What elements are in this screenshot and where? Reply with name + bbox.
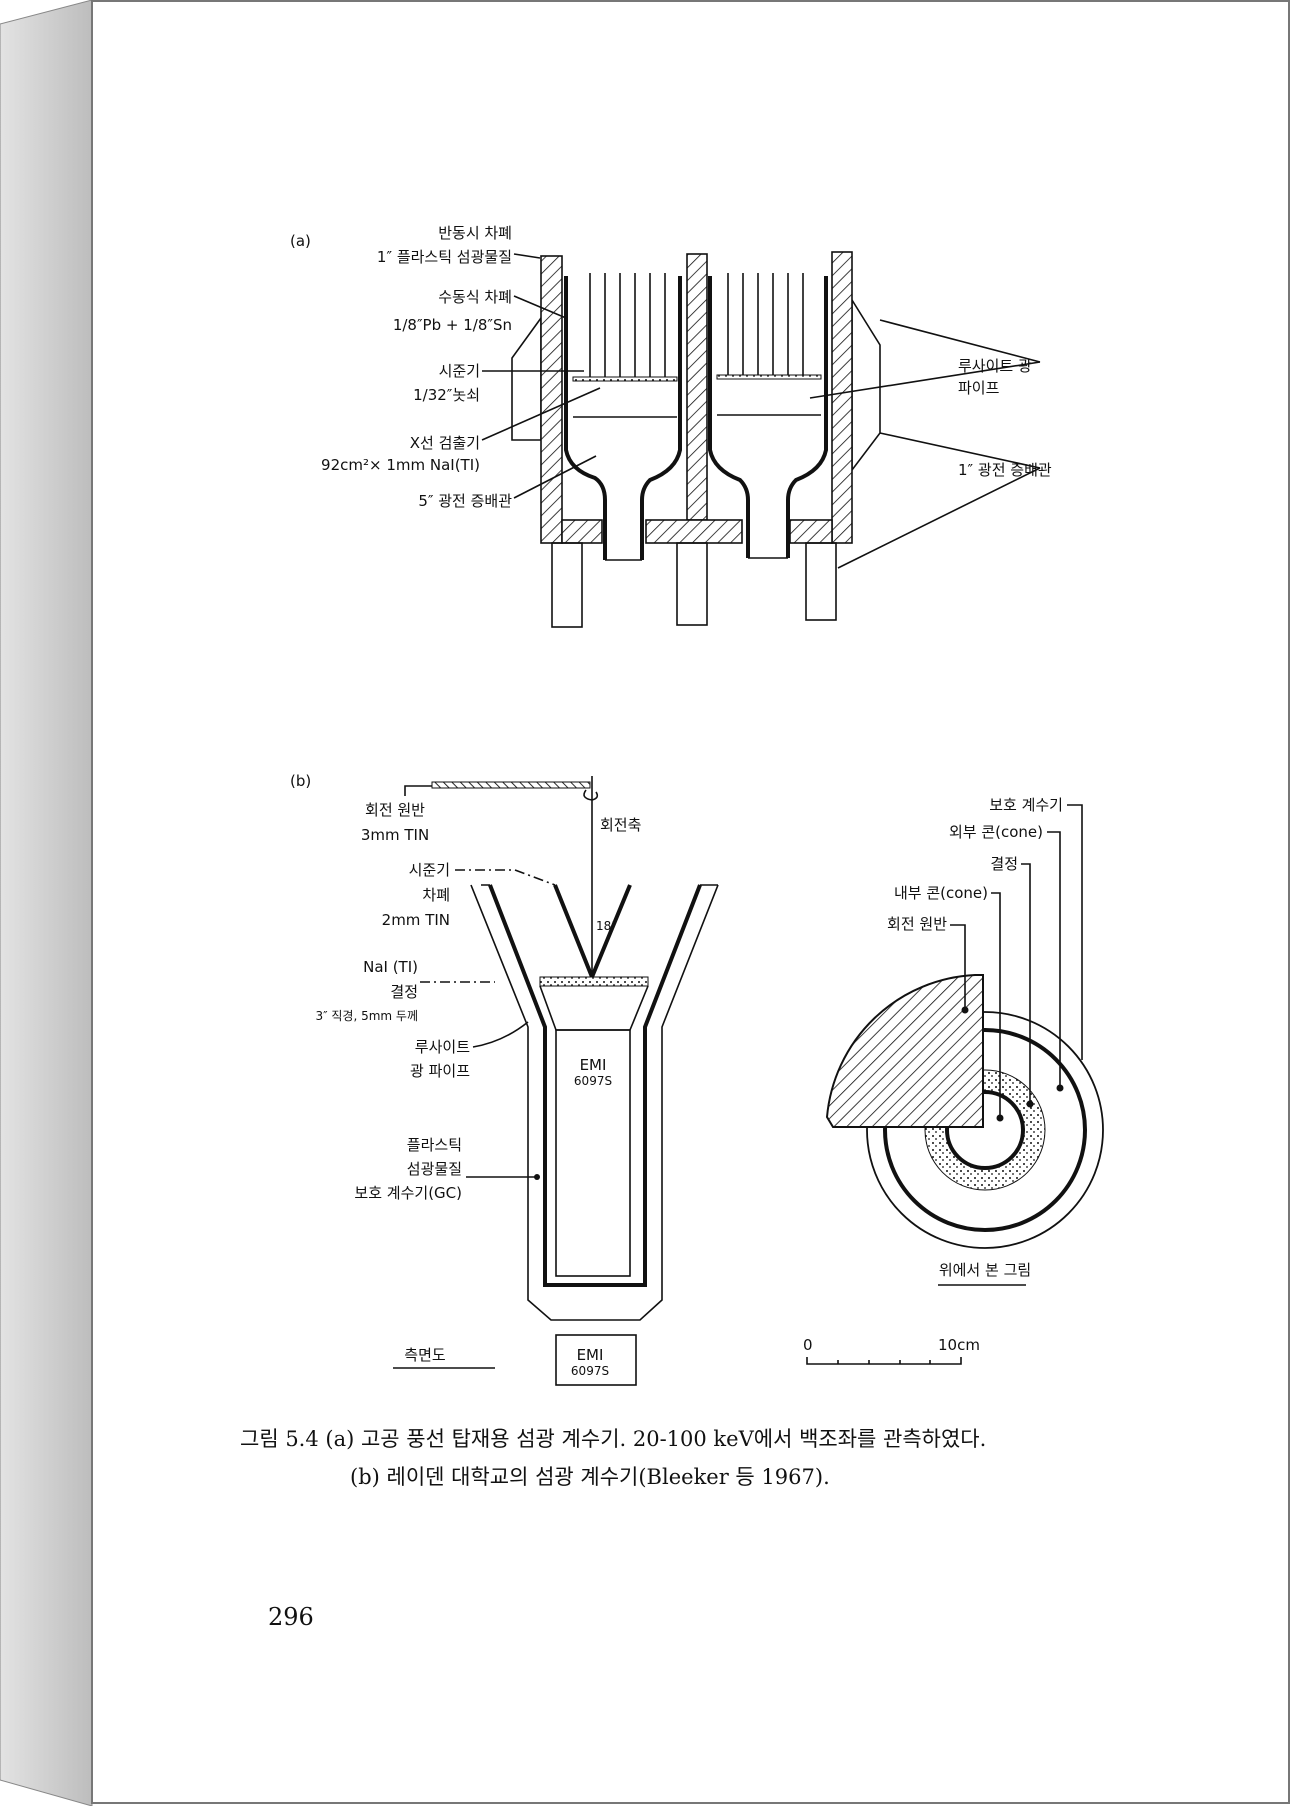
label-shield-b: 차폐 — [422, 886, 450, 904]
figure-caption-line-2: (b) 레이덴 대학교의 섬광 계수기(Bleeker 등 1967). — [350, 1465, 830, 1489]
label-light-pipe: 광 파이프 — [410, 1062, 470, 1080]
tube-model-bottom: 6097S — [571, 1364, 609, 1378]
label-crystal-size: 3″ 직경, 5mm 두께 — [315, 1009, 418, 1023]
label-3mm-tin: 3mm TIN — [361, 826, 429, 844]
label-rotating-disk: 회전 원반 — [365, 801, 425, 819]
label-xray-detector: X선 검출기 — [410, 434, 480, 452]
label-plastic: 플라스틱 — [407, 1136, 462, 1154]
side-view-title: 측면도 — [404, 1346, 446, 1364]
label-nai-crystal: 92cm²× 1mm NaI(TI) — [321, 456, 480, 474]
tube-label-top: EMI — [580, 1056, 607, 1074]
figure-a: (a) 반동시 차폐 1″ 플라스틱 섬광물질 수동식 차폐 1/8″Pb + … — [290, 224, 1052, 628]
label-lucite: 루사이트 — [415, 1038, 470, 1056]
label-outer-cone: 외부 콘(cone) — [949, 823, 1043, 841]
scale-bar — [806, 1357, 962, 1365]
label-crystal-b: 결정 — [390, 983, 418, 1001]
label-anticoincidence-shield: 반동시 차폐 — [438, 224, 512, 242]
label-5in-pmt: 5″ 광전 증배관 — [418, 492, 512, 510]
figure-b-top-view: 보호 계수기 외부 콘(cone) 결정 내부 콘(cone) 회전 원반 위에… — [803, 796, 1104, 1365]
label-passive-shield: 수동식 차폐 — [438, 288, 512, 306]
label-lucite-light-pipe-1: 루사이트 광 — [958, 357, 1032, 375]
label-rotation-axis: 회전축 — [600, 816, 641, 834]
label-rotating-disk-top: 회전 원반 — [887, 915, 947, 933]
page-number: 296 — [268, 1603, 314, 1631]
tube-model-top: 6097S — [574, 1074, 612, 1088]
scale-start: 0 — [803, 1336, 813, 1354]
label-pb-sn: 1/8″Pb + 1/8″Sn — [393, 316, 512, 334]
label-nai-tl: NaI (TI) — [363, 958, 418, 976]
label-guard-counter-top: 보호 계수기 — [989, 796, 1063, 814]
label-collimator-b: 시준기 — [409, 861, 450, 879]
label-guard-counter: 보호 계수기(GC) — [354, 1184, 462, 1202]
label-2mm-tin: 2mm TIN — [382, 911, 450, 929]
book-spine — [0, 0, 93, 1806]
tube-label-bottom: EMI — [577, 1346, 604, 1364]
label-collimator: 시준기 — [439, 362, 480, 380]
scale-end: 10cm — [938, 1336, 980, 1354]
label-crystal-top: 결정 — [990, 855, 1018, 873]
figure-caption-line-1: 그림 5.4 (a) 고공 풍선 탑재용 섬광 계수기. 20-100 keV에… — [240, 1427, 986, 1451]
panel-label-a: (a) — [290, 232, 311, 250]
label-scintillator: 섬광물질 — [407, 1160, 462, 1178]
figure-b-side-view: (b) 회전 원반 3mm TIN 회전축 시준기 차폐 2mm TIN NaI… — [290, 772, 719, 1386]
label-brass: 1/32″놋쇠 — [413, 386, 480, 404]
label-lucite-light-pipe-2: 파이프 — [958, 379, 1000, 397]
label-plastic-scintillator: 1″ 플라스틱 섬광물질 — [377, 248, 512, 266]
top-view-title: 위에서 본 그림 — [939, 1261, 1031, 1279]
label-inner-cone: 내부 콘(cone) — [894, 884, 988, 902]
panel-label-b: (b) — [290, 772, 311, 790]
label-1in-pmt: 1″ 광전 증배관 — [958, 461, 1052, 479]
